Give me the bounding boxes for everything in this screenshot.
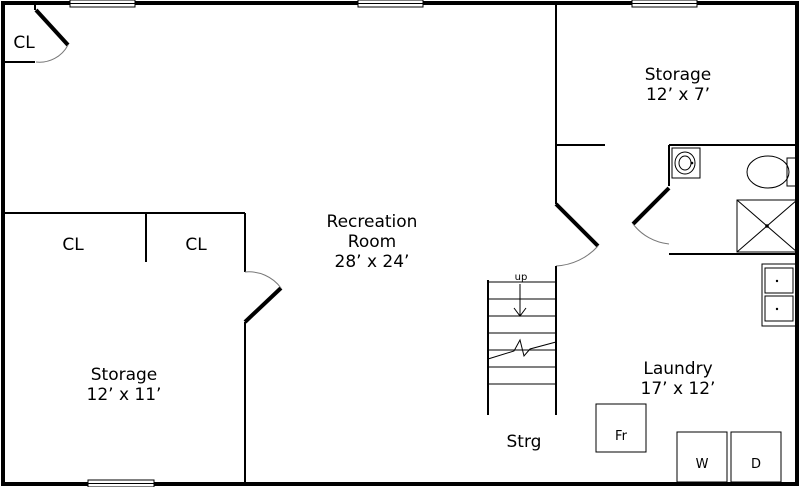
appliances xyxy=(595,403,782,483)
room-size-laundry: 17’ x 12’ xyxy=(641,379,716,399)
window-icon xyxy=(357,0,424,8)
dryer-box xyxy=(730,431,782,483)
washer-label: W xyxy=(696,457,709,472)
window-icon xyxy=(87,479,155,487)
door-icon xyxy=(34,8,70,47)
room-name-storage-top-right: Storage xyxy=(645,65,712,85)
room-size-storage-top-right: 12’ x 7’ xyxy=(646,85,710,105)
closet-top-left xyxy=(3,3,70,63)
room-name-laundry: Laundry xyxy=(643,359,712,379)
windows xyxy=(69,0,698,487)
door-icon xyxy=(554,202,600,248)
right-walls xyxy=(554,3,797,267)
dryer-label: D xyxy=(751,457,761,472)
closet-label-left-1: CL xyxy=(62,235,84,255)
door-swing xyxy=(35,44,69,63)
toilet-icon xyxy=(746,155,797,189)
window-icon xyxy=(631,0,698,8)
window-icon xyxy=(69,0,136,8)
door-swing xyxy=(555,245,599,267)
washer-box xyxy=(676,431,728,483)
door-swing xyxy=(244,271,282,289)
door-swing xyxy=(632,223,670,245)
closet-label-top-left: CL xyxy=(13,33,35,53)
room-name-strg: Strg xyxy=(507,432,542,452)
room-size-storage-left: 12’ x 11’ xyxy=(87,385,162,405)
furnace-box xyxy=(595,403,647,453)
room-size-recreation: 28’ x 24’ xyxy=(335,252,410,272)
stair-arrow-head xyxy=(513,307,527,317)
stairs-icon xyxy=(487,266,557,415)
room-name-recreation-2: Room xyxy=(348,232,396,252)
stair-break-line xyxy=(487,338,557,360)
stairs-direction-label: up xyxy=(515,272,528,283)
sink-icon xyxy=(671,147,701,179)
laundry-tub-icon xyxy=(761,263,797,327)
furnace-label: Fr xyxy=(615,429,628,444)
closet-label-left-2: CL xyxy=(185,235,207,255)
room-name-storage-left: Storage xyxy=(91,365,158,385)
labels: CL CL CL Recreation Room 28’ x 24’ Stora… xyxy=(13,33,761,472)
door-icon xyxy=(243,286,283,324)
room-name-recreation-1: Recreation xyxy=(327,212,418,232)
shower-icon xyxy=(736,199,798,253)
door-icon xyxy=(631,186,671,226)
bath-fixtures xyxy=(671,147,798,253)
storage-left-walls xyxy=(3,212,283,484)
